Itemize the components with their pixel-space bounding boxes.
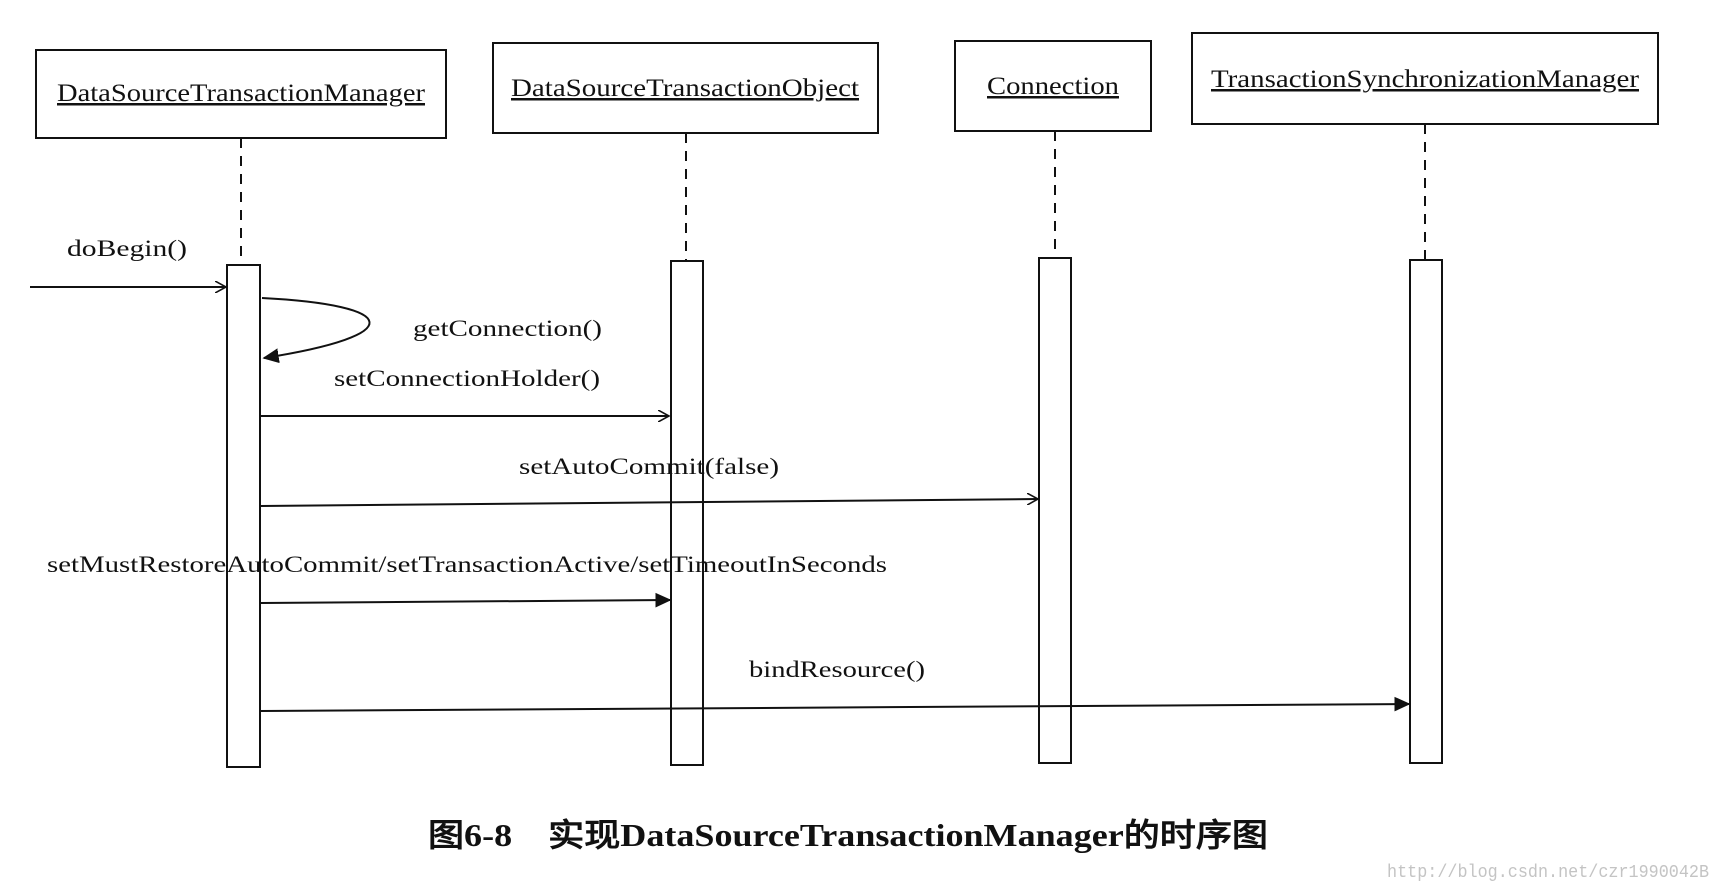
message-dobegin: doBegin() bbox=[30, 236, 226, 287]
message-setmustrestoreautocommit: setMustRestoreAutoCommit/setTransactionA… bbox=[47, 552, 887, 603]
message-arrow bbox=[260, 704, 1409, 712]
participant-label: DataSourceTransactionManager bbox=[57, 80, 426, 107]
activation-bar bbox=[1038, 257, 1072, 764]
participant-connection: Connection bbox=[954, 40, 1152, 764]
message-label: getConnection() bbox=[413, 316, 602, 341]
message-setautocommit: setAutoCommit(false) bbox=[260, 454, 1038, 507]
participant-datasourcetransactionobject: DataSourceTransactionObject bbox=[492, 42, 879, 766]
participant-label: DataSourceTransactionObject bbox=[511, 75, 859, 102]
participant-box bbox=[492, 42, 879, 134]
message-arrow bbox=[260, 499, 1038, 507]
message-label: setMustRestoreAutoCommit/setTransactionA… bbox=[47, 552, 887, 577]
message-setconnectionholder: setConnectionHolder() bbox=[261, 366, 669, 416]
activation-bar bbox=[670, 260, 704, 766]
watermark: http://blog.csdn.net/czr1990042B bbox=[1387, 863, 1709, 883]
participant-transactionsynchronizationmanager: TransactionSynchronizationManager bbox=[1191, 32, 1659, 764]
participant-label: Connection bbox=[987, 73, 1120, 100]
message-arrow bbox=[261, 297, 371, 358]
participant-box bbox=[1191, 32, 1659, 125]
message-bindresource: bindResource() bbox=[260, 657, 1409, 712]
message-label: bindResource() bbox=[749, 657, 925, 682]
message-label: doBegin() bbox=[67, 236, 187, 261]
message-arrow bbox=[260, 600, 670, 603]
participant-box bbox=[954, 40, 1152, 132]
participant-box bbox=[35, 49, 447, 139]
activation-bar bbox=[226, 264, 261, 768]
message-label: setAutoCommit(false) bbox=[519, 454, 779, 479]
message-getconnection: getConnection() bbox=[261, 297, 602, 358]
figure-caption: 图6-8 实现DataSourceTransactionManager的时序图 bbox=[428, 817, 1268, 853]
participant-label: TransactionSynchronizationManager bbox=[1211, 66, 1640, 93]
participant-datasourcetransactionmanager: DataSourceTransactionManager bbox=[35, 49, 447, 768]
message-label: setConnectionHolder() bbox=[334, 366, 600, 391]
activation-bar bbox=[1409, 259, 1443, 764]
